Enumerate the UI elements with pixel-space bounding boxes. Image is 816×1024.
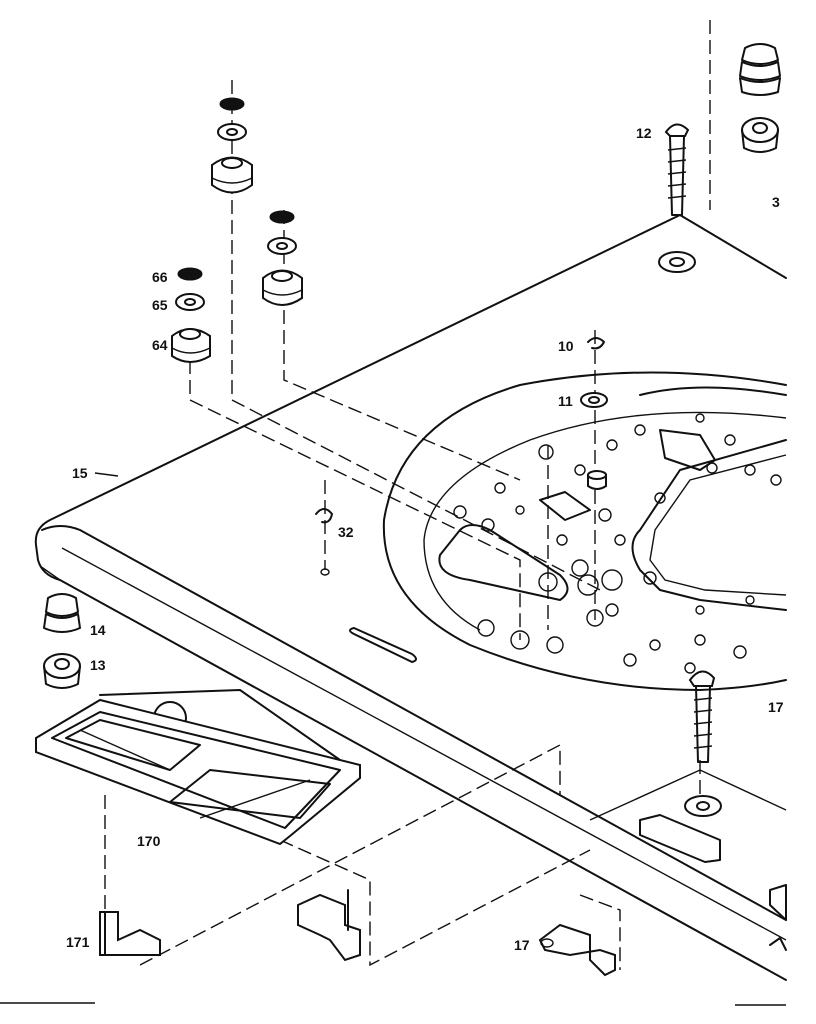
platter-hole bbox=[453, 505, 467, 519]
platter-hole bbox=[598, 508, 612, 522]
platter-hole bbox=[684, 662, 696, 674]
platter-hole bbox=[577, 574, 599, 596]
callout-32: 32 bbox=[338, 524, 354, 540]
clip-17 bbox=[538, 923, 616, 977]
callout-17-bottom: 17 bbox=[514, 937, 530, 953]
platter-hole bbox=[695, 605, 705, 615]
platter-hole bbox=[649, 639, 661, 651]
damper-stack-left-3 bbox=[171, 267, 211, 363]
platter-hole bbox=[623, 653, 637, 667]
platter-hole bbox=[643, 571, 657, 585]
platter-hole bbox=[538, 444, 554, 460]
clip-171 bbox=[99, 911, 161, 956]
platter-hole bbox=[694, 634, 706, 646]
platter-hole bbox=[605, 603, 619, 617]
platter-hole bbox=[770, 474, 782, 486]
platter-hole bbox=[556, 534, 568, 546]
screw-12 bbox=[658, 123, 696, 273]
platter-hole bbox=[515, 505, 525, 515]
platter-hole bbox=[601, 569, 623, 591]
platter-hole bbox=[706, 462, 718, 474]
platter-hole bbox=[614, 534, 626, 546]
callout-171: 171 bbox=[66, 934, 90, 950]
platter-hole bbox=[606, 439, 618, 451]
platter-hole bbox=[733, 645, 747, 659]
platter-hole bbox=[634, 424, 646, 436]
clip-middle bbox=[297, 889, 361, 962]
platter-hole bbox=[510, 630, 530, 650]
callout-10: 10 bbox=[558, 338, 574, 354]
callout-170: 170 bbox=[137, 833, 161, 849]
callout-12: 12 bbox=[636, 125, 652, 141]
platter-hole bbox=[654, 492, 666, 504]
spring-14-nut-13 bbox=[43, 593, 81, 689]
callout-65: 65 bbox=[152, 297, 168, 313]
clip-32 bbox=[315, 508, 333, 576]
lower-right-structure bbox=[589, 769, 787, 951]
callout-13: 13 bbox=[90, 657, 106, 673]
platter-hole bbox=[494, 482, 506, 494]
platter-holes bbox=[453, 413, 782, 674]
callout-14: 14 bbox=[90, 622, 106, 638]
platter-hole bbox=[546, 636, 564, 654]
platter-hole bbox=[695, 413, 705, 423]
screw-lower bbox=[684, 670, 722, 817]
callout-64: 64 bbox=[152, 337, 168, 353]
spring-stack-top-right bbox=[739, 43, 781, 153]
callout-3x: 3 bbox=[772, 194, 780, 210]
damper-stack-left-2 bbox=[262, 210, 303, 306]
callout-17-right: 17 bbox=[768, 699, 784, 715]
bracket-170 bbox=[35, 689, 361, 846]
callout-66: 66 bbox=[152, 269, 168, 285]
damper-stack-left-1 bbox=[211, 97, 253, 194]
platter-hole bbox=[481, 518, 495, 532]
leader-lines bbox=[0, 472, 786, 1006]
platter bbox=[382, 371, 787, 691]
callout-15: 15 bbox=[72, 465, 88, 481]
platter-hole bbox=[744, 464, 756, 476]
base-plate bbox=[34, 214, 787, 981]
clip-10-washer-11 bbox=[580, 337, 608, 490]
platter-hole bbox=[745, 595, 755, 605]
platter-hole bbox=[571, 559, 589, 577]
platter-hole bbox=[724, 434, 736, 446]
platter-hole bbox=[477, 619, 495, 637]
platter-hole bbox=[574, 464, 586, 476]
callout-11: 11 bbox=[558, 393, 573, 409]
assembly-lines bbox=[104, 20, 711, 970]
